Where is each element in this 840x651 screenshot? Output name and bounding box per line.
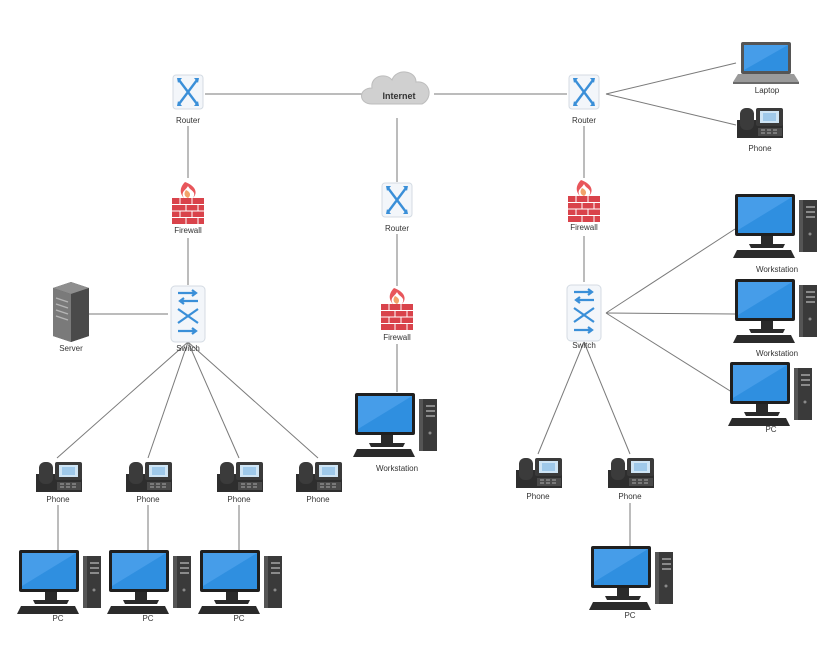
switch-right: Switch bbox=[565, 283, 603, 350]
laptop-icon bbox=[733, 42, 799, 84]
links bbox=[56, 62, 737, 552]
router-icon bbox=[380, 181, 414, 219]
laptop-label: Laptop bbox=[755, 86, 780, 95]
phone-right-1-label: Phone bbox=[526, 492, 550, 501]
firewall-left: Firewall bbox=[171, 181, 205, 235]
server-label: Server bbox=[59, 344, 83, 353]
phone-icon bbox=[35, 461, 83, 493]
firewall-left-label: Firewall bbox=[174, 226, 202, 235]
phone-icon bbox=[125, 461, 173, 493]
switch-left: Switch bbox=[169, 284, 207, 353]
link-switch-phone-4 bbox=[187, 341, 319, 459]
router-left-label: Router bbox=[176, 116, 200, 125]
phone-right-1: Phone bbox=[515, 457, 563, 501]
pc-bottom-right-label: PC bbox=[624, 611, 635, 620]
internet-node: Internet bbox=[361, 71, 430, 105]
pc-right: PC bbox=[728, 362, 812, 434]
firewall-icon bbox=[171, 181, 205, 225]
link-switch-workstation-2 bbox=[605, 312, 736, 315]
phone-left-2: Phone bbox=[125, 461, 173, 504]
phone-left-2-label: Phone bbox=[136, 495, 160, 504]
phone-left-1: Phone bbox=[35, 461, 83, 504]
router-center-label: Router bbox=[385, 224, 409, 233]
switch-icon bbox=[565, 283, 603, 343]
router-right-label: Router bbox=[572, 116, 596, 125]
phone-right-2: Phone bbox=[607, 457, 655, 501]
phone-top-right-label: Phone bbox=[748, 144, 772, 153]
phone-icon bbox=[607, 457, 655, 489]
desktop-computer-icon bbox=[733, 194, 817, 258]
phone-left-3-label: Phone bbox=[227, 495, 251, 504]
pc-left-1: PC bbox=[17, 550, 101, 623]
router-icon bbox=[567, 73, 601, 111]
desktop-computer-icon bbox=[17, 550, 101, 614]
router-left: Router bbox=[171, 73, 205, 125]
firewall-center-label: Firewall bbox=[383, 333, 411, 342]
server: Server bbox=[52, 281, 90, 353]
link-switch-workstation-1 bbox=[605, 228, 736, 314]
pc-left-1-label: PC bbox=[52, 614, 63, 623]
link-switch-phone-r1 bbox=[537, 341, 585, 455]
switch-right-label: Switch bbox=[572, 341, 596, 350]
phone-icon bbox=[515, 457, 563, 489]
pc-left-2-label: PC bbox=[142, 614, 153, 623]
firewall-right-label: Firewall bbox=[570, 223, 598, 232]
pc-right-label: PC bbox=[765, 425, 776, 434]
desktop-computer-icon bbox=[353, 393, 437, 457]
workstation-right-2: Workstation bbox=[733, 279, 817, 358]
firewall-icon bbox=[380, 287, 414, 331]
workstation-center-label: Workstation bbox=[376, 464, 418, 473]
link-router-phone bbox=[605, 93, 737, 126]
phone-left-1-label: Phone bbox=[46, 495, 70, 504]
pc-left-3-label: PC bbox=[233, 614, 244, 623]
router-icon bbox=[171, 73, 205, 111]
internet-label: Internet bbox=[382, 91, 415, 101]
switch-left-label: Switch bbox=[176, 344, 200, 353]
phone-top-right: Phone bbox=[736, 107, 784, 153]
phone-icon bbox=[216, 461, 264, 493]
link-switch-phone-2 bbox=[147, 341, 189, 459]
switch-icon bbox=[169, 284, 207, 344]
pc-left-3: PC bbox=[198, 550, 282, 623]
workstation-right-2-label: Workstation bbox=[756, 349, 798, 358]
phone-icon bbox=[736, 107, 784, 139]
desktop-computer-icon bbox=[107, 550, 191, 614]
desktop-computer-icon bbox=[198, 550, 282, 614]
pc-bottom-right: PC bbox=[589, 546, 673, 620]
router-right: Router bbox=[567, 73, 601, 125]
phone-icon bbox=[295, 461, 343, 493]
workstation-right-1-label: Workstation bbox=[756, 265, 798, 274]
link-switch-phone-3 bbox=[187, 341, 240, 459]
link-switch-pc-right bbox=[605, 312, 736, 395]
link-switch-phone-1 bbox=[56, 341, 189, 459]
desktop-computer-icon bbox=[733, 279, 817, 343]
phone-left-3: Phone bbox=[216, 461, 264, 504]
phone-left-4: Phone bbox=[295, 461, 343, 504]
pc-left-2: PC bbox=[107, 550, 191, 623]
server-icon bbox=[52, 281, 90, 343]
firewall-icon bbox=[567, 179, 601, 223]
phone-left-4-label: Phone bbox=[306, 495, 330, 504]
link-switch-phone-r2 bbox=[583, 341, 631, 455]
laptop: Laptop bbox=[733, 42, 799, 95]
firewall-right: Firewall bbox=[567, 179, 601, 232]
workstation-right-1: Workstation bbox=[733, 194, 817, 274]
firewall-center: Firewall bbox=[380, 287, 414, 342]
phone-right-2-label: Phone bbox=[618, 492, 642, 501]
desktop-computer-icon bbox=[728, 362, 812, 426]
desktop-computer-icon bbox=[589, 546, 673, 610]
link-router-laptop bbox=[605, 62, 737, 95]
router-center: Router bbox=[380, 181, 414, 233]
workstation-center: Workstation bbox=[353, 393, 437, 473]
